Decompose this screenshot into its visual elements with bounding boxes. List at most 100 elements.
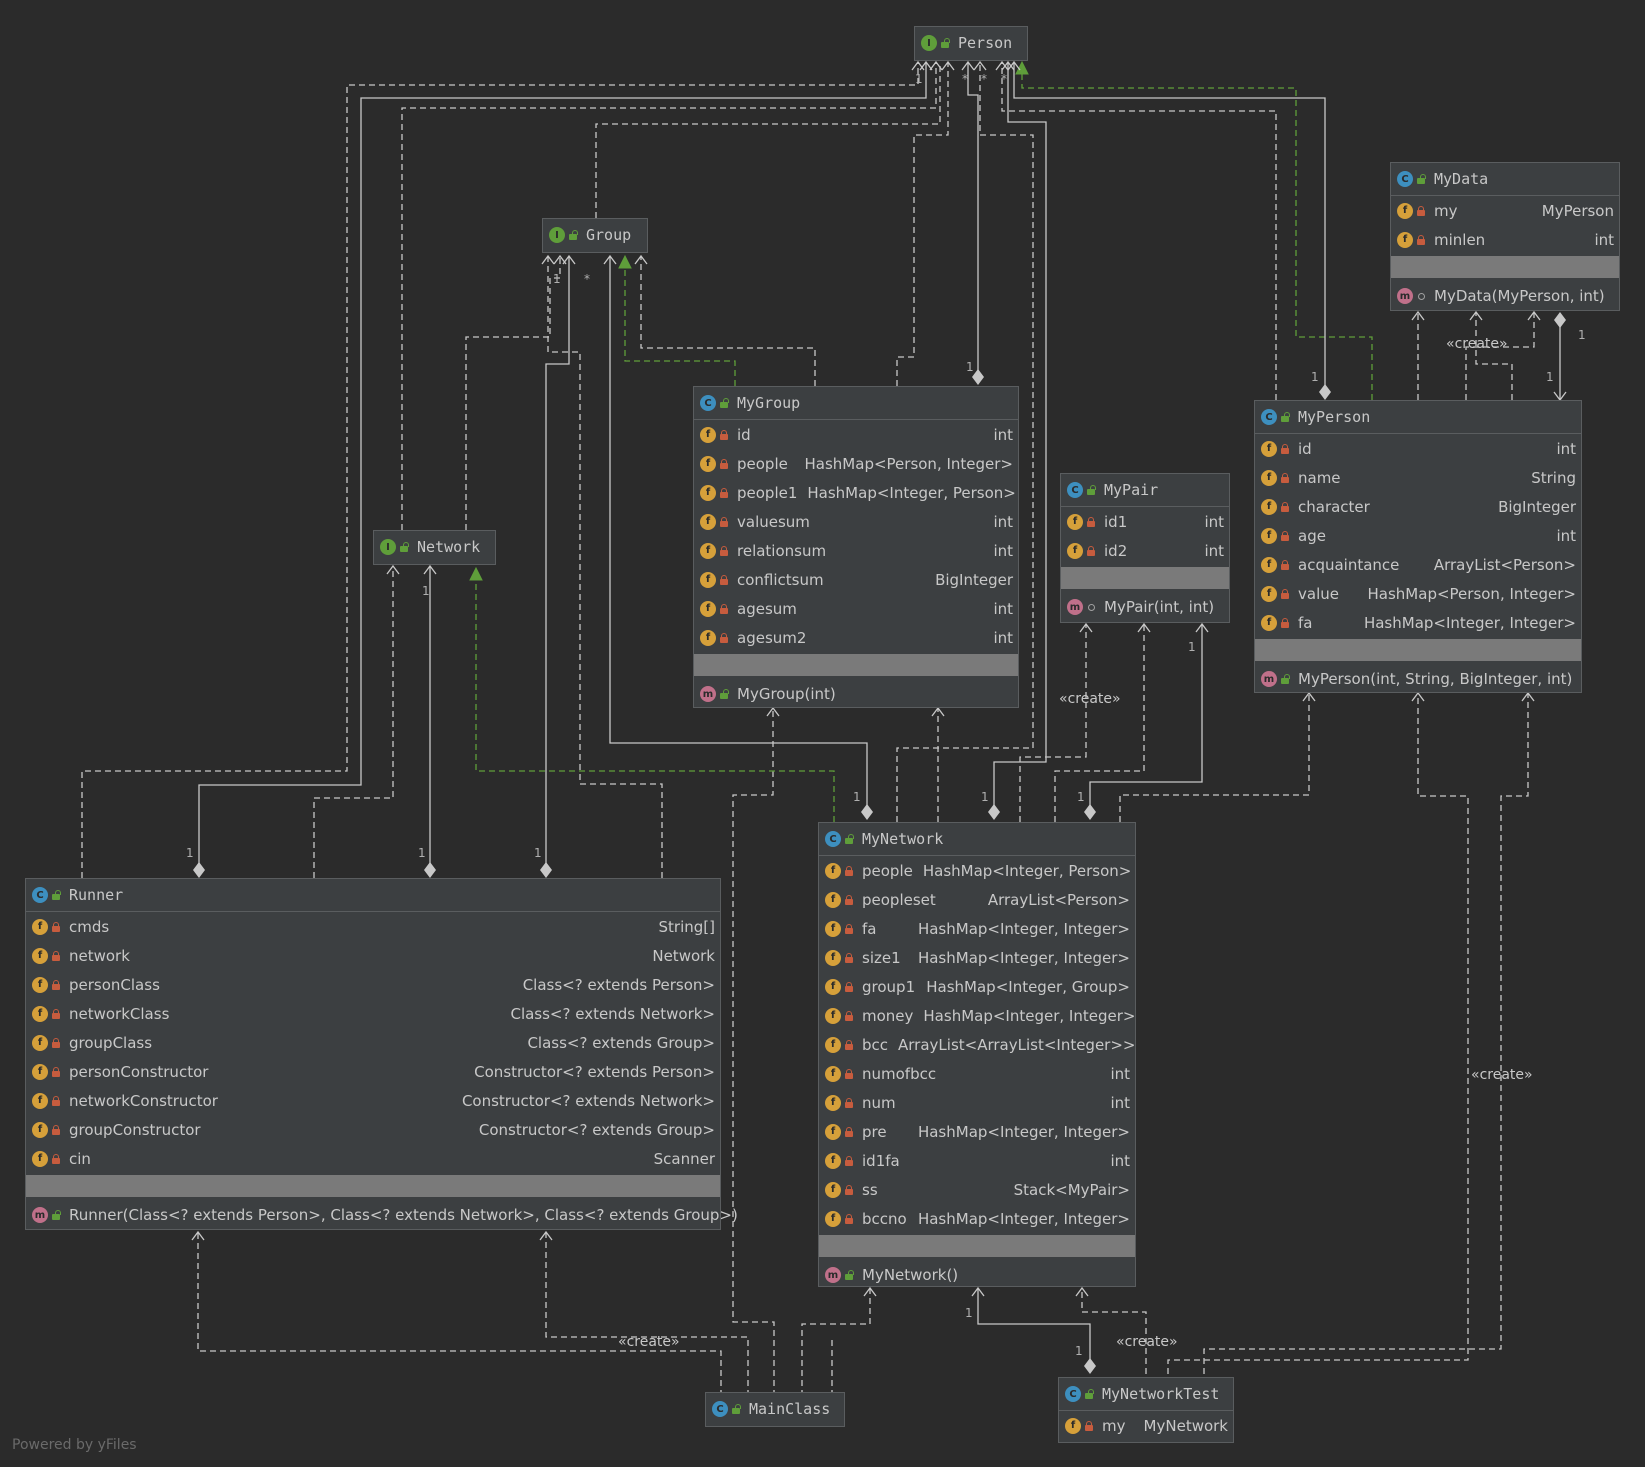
field-type: ArrayList<Person> bbox=[987, 890, 1130, 909]
private-icon bbox=[844, 1097, 854, 1108]
field-icon: f bbox=[1065, 1417, 1081, 1434]
field-name: name bbox=[1298, 468, 1341, 487]
field-icon: f bbox=[32, 1063, 48, 1080]
class-icon: C bbox=[700, 395, 716, 411]
private-icon bbox=[1280, 617, 1290, 628]
footer-credit: Powered by yFiles bbox=[12, 1437, 137, 1453]
mult-group-side: 1 bbox=[553, 272, 561, 286]
field-icon: f bbox=[1261, 585, 1277, 602]
field-name: fa bbox=[1298, 613, 1313, 632]
field-type: int bbox=[1556, 439, 1576, 458]
public-icon bbox=[844, 1270, 854, 1280]
create-label-runner: «create» bbox=[618, 1334, 680, 1350]
field-type: Constructor<? extends Person> bbox=[474, 1062, 715, 1081]
field-name: id1 bbox=[1104, 512, 1128, 531]
field-type: HashMap<Integer, Group> bbox=[926, 977, 1130, 996]
field-type: Class<? extends Person> bbox=[522, 975, 715, 994]
private-icon bbox=[1416, 234, 1426, 245]
field-type: HashMap<Integer, Integer> bbox=[917, 948, 1130, 967]
field-icon: f bbox=[1261, 498, 1277, 515]
field-type: HashMap<Integer, Integer> bbox=[917, 919, 1130, 938]
node-title: MainClass bbox=[749, 1400, 831, 1418]
field-icon: f bbox=[700, 455, 716, 472]
private-icon bbox=[1084, 1420, 1094, 1431]
node-mainclass[interactable]: C MainClass bbox=[705, 1392, 845, 1427]
field-name: numofbcc bbox=[862, 1064, 937, 1083]
public-icon bbox=[1084, 1389, 1094, 1399]
field-icon: f bbox=[825, 1036, 841, 1053]
field-name: peopleset bbox=[862, 890, 936, 909]
private-icon bbox=[844, 1010, 854, 1021]
private-icon bbox=[51, 1095, 61, 1106]
mult-mynetwork-mygroup: 1 bbox=[853, 790, 861, 804]
private-icon bbox=[844, 894, 854, 905]
private-icon bbox=[1280, 501, 1290, 512]
private-icon bbox=[844, 865, 854, 876]
mult-mypair: 1 bbox=[1188, 640, 1196, 654]
field-icon: f bbox=[32, 1092, 48, 1109]
public-icon bbox=[1280, 674, 1290, 684]
field-name: character bbox=[1298, 497, 1370, 516]
method-signature: MyNetwork() bbox=[862, 1266, 959, 1284]
field-icon: f bbox=[1261, 469, 1277, 486]
field-name: groupConstructor bbox=[69, 1120, 201, 1139]
field-type: HashMap<Integer, Person> bbox=[922, 861, 1132, 880]
field-type: int bbox=[1110, 1064, 1130, 1083]
method-signature: MyGroup(int) bbox=[737, 685, 836, 703]
field-icon: f bbox=[700, 600, 716, 617]
field-type: ArrayList<Person> bbox=[1433, 555, 1576, 574]
field-name: agesum bbox=[737, 599, 797, 618]
public-icon bbox=[51, 890, 61, 900]
class-icon: C bbox=[32, 887, 48, 903]
private-icon bbox=[1086, 545, 1096, 556]
field-icon: f bbox=[825, 1123, 841, 1140]
mult-test-mynetwork-2: 1 bbox=[1075, 1344, 1083, 1358]
class-icon: C bbox=[712, 1401, 728, 1417]
node-title: MyData bbox=[1434, 170, 1489, 188]
field-icon: f bbox=[825, 1007, 841, 1024]
field-icon: f bbox=[1067, 542, 1083, 559]
field-type: Class<? extends Group> bbox=[527, 1033, 715, 1052]
interface-icon: I bbox=[380, 539, 396, 555]
field-name: ss bbox=[862, 1180, 878, 1199]
field-icon: f bbox=[825, 949, 841, 966]
field-type: MyPerson bbox=[1541, 201, 1614, 220]
field-name: group1 bbox=[862, 977, 916, 996]
field-name: networkConstructor bbox=[69, 1091, 218, 1110]
field-name: people bbox=[737, 454, 788, 473]
section-separator bbox=[819, 1235, 1135, 1257]
node-title: MyPerson bbox=[1298, 408, 1371, 426]
private-icon bbox=[51, 950, 61, 961]
private-icon bbox=[844, 1184, 854, 1195]
field-icon: f bbox=[825, 1152, 841, 1169]
private-icon bbox=[719, 545, 729, 556]
